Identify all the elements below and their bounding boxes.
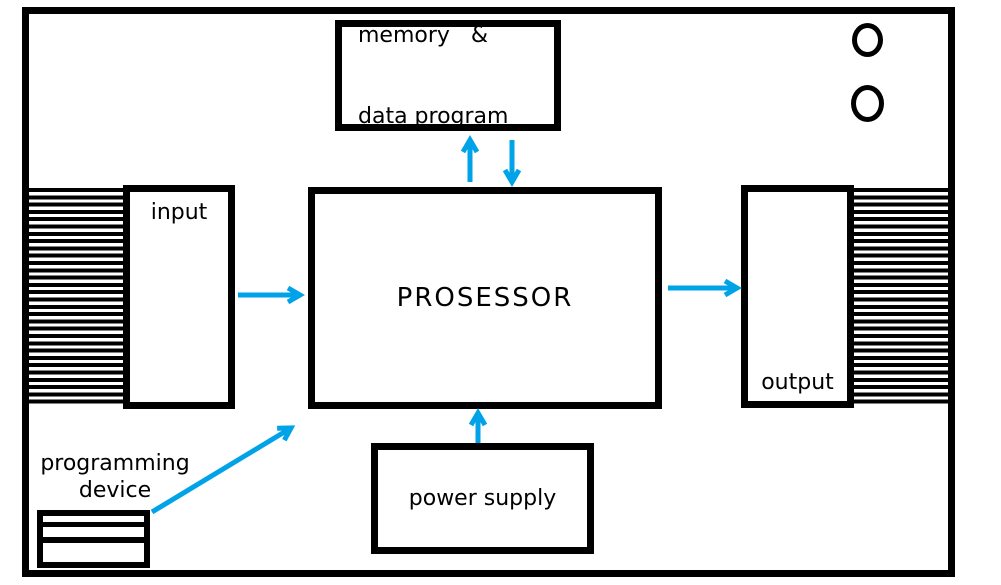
programming-device-label-line1: programming xyxy=(40,451,190,476)
input-block-label: input xyxy=(150,200,208,225)
processor-block-label: PROSESSOR xyxy=(396,283,574,313)
programming-device-label: programming device xyxy=(20,450,210,504)
programming-device-label-line2: device xyxy=(78,478,152,503)
indicator-circle-bottom xyxy=(851,85,884,122)
programming-device-icon xyxy=(37,510,150,568)
output-block: output xyxy=(741,185,854,408)
power-supply-label: power supply xyxy=(408,486,557,511)
memory-block-label-line2: data program xyxy=(358,103,509,129)
output-terminal-hatch xyxy=(854,188,948,407)
indicator-circle-top xyxy=(852,23,883,57)
power-supply-block: power supply xyxy=(371,443,594,554)
device-divider xyxy=(43,522,144,527)
input-block: input xyxy=(123,185,235,409)
diagram-outer-border xyxy=(22,7,955,577)
output-block-label: output xyxy=(761,370,834,395)
memory-data-program-block: memory & data program xyxy=(335,20,561,131)
input-terminal-hatch xyxy=(29,188,123,407)
memory-block-label-line1: memory & xyxy=(358,22,489,48)
device-divider xyxy=(43,537,144,543)
processor-block: PROSESSOR xyxy=(308,187,662,409)
